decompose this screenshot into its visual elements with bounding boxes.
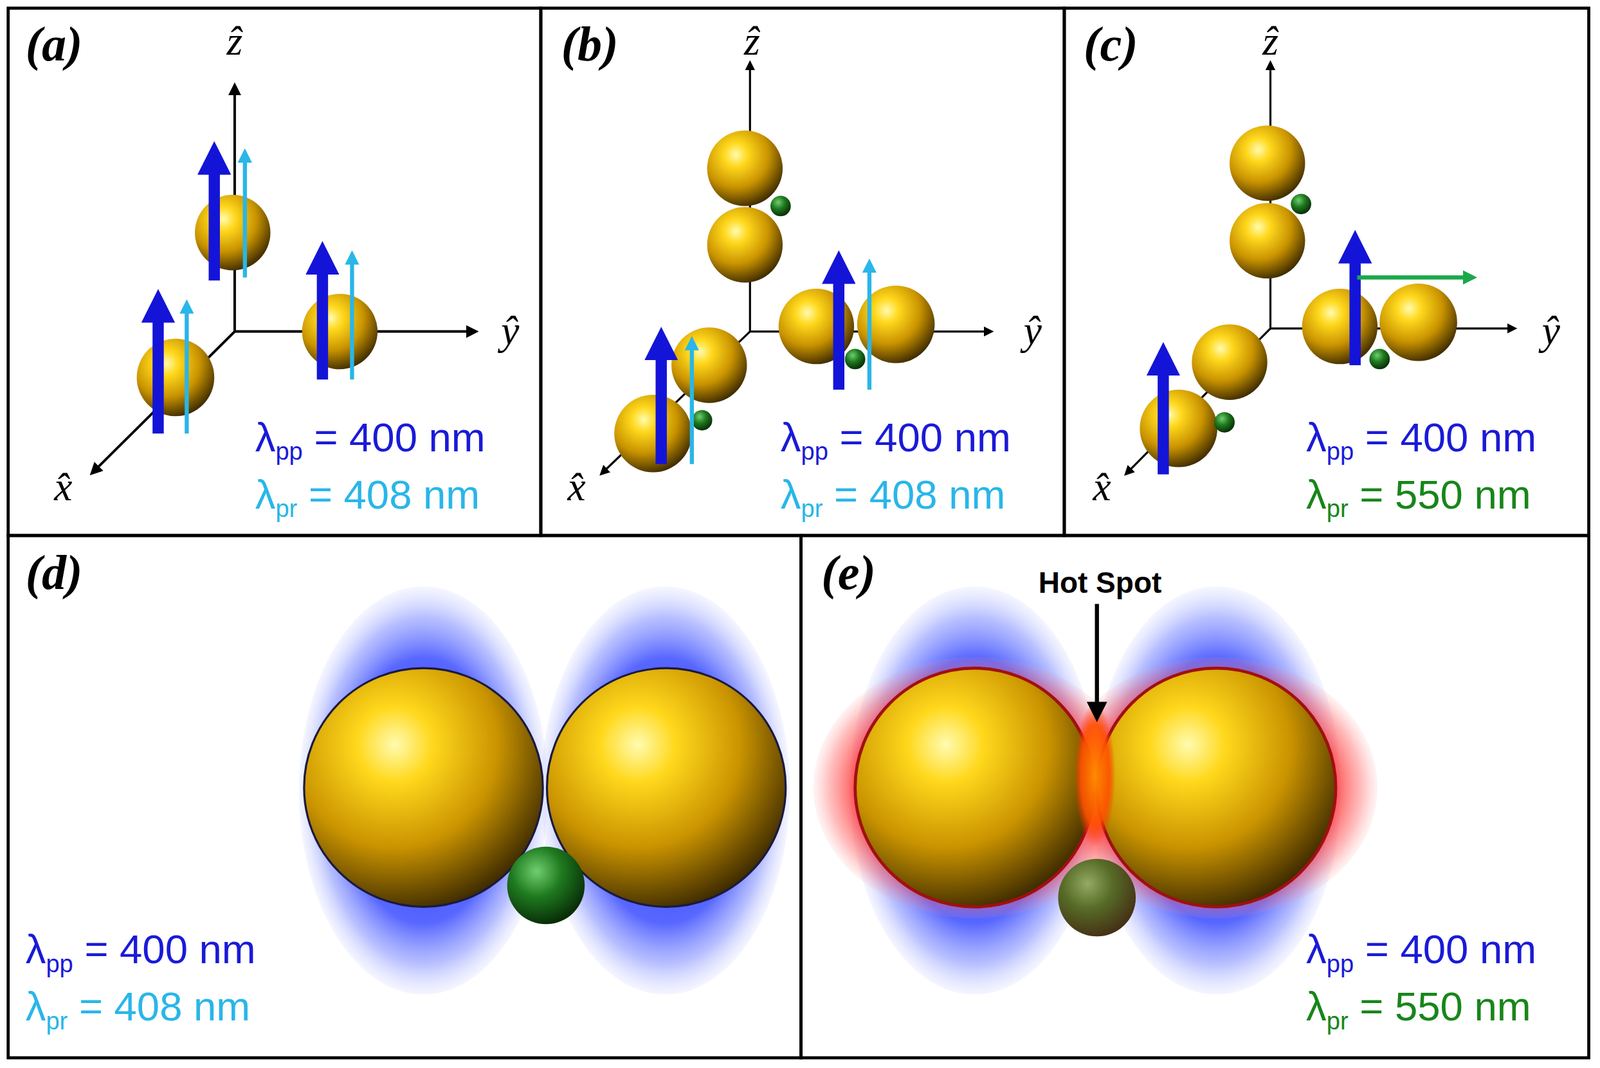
molecule	[845, 349, 866, 370]
gold-nanoparticle	[671, 327, 747, 403]
gold-nanoparticle	[136, 338, 215, 417]
axes	[606, 69, 986, 470]
pump-near-field	[540, 586, 790, 995]
pump-polarization-arrow	[655, 356, 667, 465]
pump-polarization-arrow	[1157, 372, 1169, 475]
wavelength-label: λpr = 408 nm	[255, 472, 481, 518]
panel-d-art	[299, 586, 790, 995]
probe-polarization-arrow	[349, 263, 354, 380]
gold-nanoparticle	[1379, 283, 1458, 362]
probe-polarization-arrow	[1356, 275, 1465, 280]
axis-label: ŷ	[1542, 308, 1561, 354]
molecule	[1214, 412, 1235, 433]
probe-polarization-arrow	[184, 311, 189, 434]
pump-polarization-arrow	[152, 319, 164, 435]
pump-polarization-arrow	[317, 271, 328, 380]
panel-label: (c)	[1083, 17, 1139, 72]
gold-nanoparticle	[1139, 389, 1218, 468]
pump-near-field	[1091, 586, 1341, 995]
pump-near-field	[850, 586, 1100, 995]
pump-polarization-arrow	[208, 171, 220, 282]
panel-frame	[8, 535, 802, 1058]
axis-label: ẑ	[227, 18, 244, 64]
wavelength-label: λpp = 400 nm	[25, 927, 256, 973]
wavelength-label: λpp = 400 nm	[255, 415, 486, 461]
panel-e-art	[813, 586, 1378, 995]
gold-nanoparticle	[1229, 125, 1305, 201]
probe-polarization-arrow	[690, 349, 694, 465]
probe-polarization-arrow	[867, 271, 872, 390]
wavelength-label: λpr = 408 nm	[780, 472, 1006, 518]
hot-spot-pointer	[1095, 603, 1100, 704]
panel-frame	[8, 8, 541, 536]
panel-b-art	[606, 69, 986, 473]
wavelength-label: λpr = 550 nm	[1306, 984, 1532, 1030]
panel-label: (b)	[561, 17, 619, 72]
axis-label: x̂	[54, 464, 73, 510]
panel-frames	[8, 8, 1590, 1058]
axis-label: ẑ	[1262, 18, 1279, 64]
panel-frame	[540, 8, 1065, 536]
panel-frame	[801, 535, 1590, 1058]
gold-nanoparticle	[1097, 668, 1336, 907]
molecule	[1290, 193, 1312, 215]
axis-label: x̂	[1093, 464, 1112, 510]
axis-label: ŷ	[500, 308, 519, 354]
panel-label: (e)	[821, 545, 876, 600]
molecule	[1369, 349, 1390, 370]
wavelength-label: λpr = 408 nm	[25, 984, 251, 1030]
wavelength-label: λpr = 550 nm	[1306, 472, 1532, 518]
molecule	[507, 846, 586, 925]
gold-nanoparticle	[546, 668, 786, 907]
panel-label: (a)	[25, 17, 83, 72]
panel-frame	[1064, 8, 1590, 536]
wavelength-label: λpp = 400 nm	[1306, 927, 1537, 973]
probe-polarization-arrow	[243, 161, 247, 278]
gold-nanoparticle	[707, 130, 783, 206]
gold-nanoparticle	[302, 293, 378, 370]
gold-nanoparticle	[1229, 203, 1305, 279]
molecule	[770, 196, 791, 217]
panel-c-art	[1130, 69, 1509, 475]
gold-nanoparticle	[194, 194, 271, 271]
gold-nanoparticle	[304, 668, 543, 907]
panel-label: (d)	[25, 545, 83, 600]
gold-nanoparticle	[1191, 324, 1267, 400]
wavelength-label: λpp = 400 nm	[780, 415, 1011, 461]
hot-spot-label: Hot Spot	[1038, 566, 1163, 600]
gold-nanoparticle	[1302, 288, 1378, 364]
axes	[97, 93, 467, 468]
panel-a-art	[97, 93, 467, 468]
molecule	[691, 410, 713, 431]
axis-label: x̂	[567, 464, 586, 510]
x-axis	[97, 331, 235, 468]
wavelength-label: λpp = 400 nm	[1306, 415, 1537, 461]
hot-spot	[1074, 704, 1116, 847]
pump-near-field	[299, 586, 548, 995]
axis-label: ŷ	[1023, 308, 1042, 354]
axis-label: ẑ	[744, 18, 761, 64]
pump-polarization-arrow	[833, 280, 845, 390]
axes	[1130, 69, 1509, 470]
molecule-tint	[1057, 859, 1136, 937]
gold-nanoparticle	[614, 394, 692, 473]
gold-nanoparticle	[855, 668, 1094, 907]
molecule	[1057, 859, 1136, 937]
gold-nanoparticle	[707, 207, 783, 283]
